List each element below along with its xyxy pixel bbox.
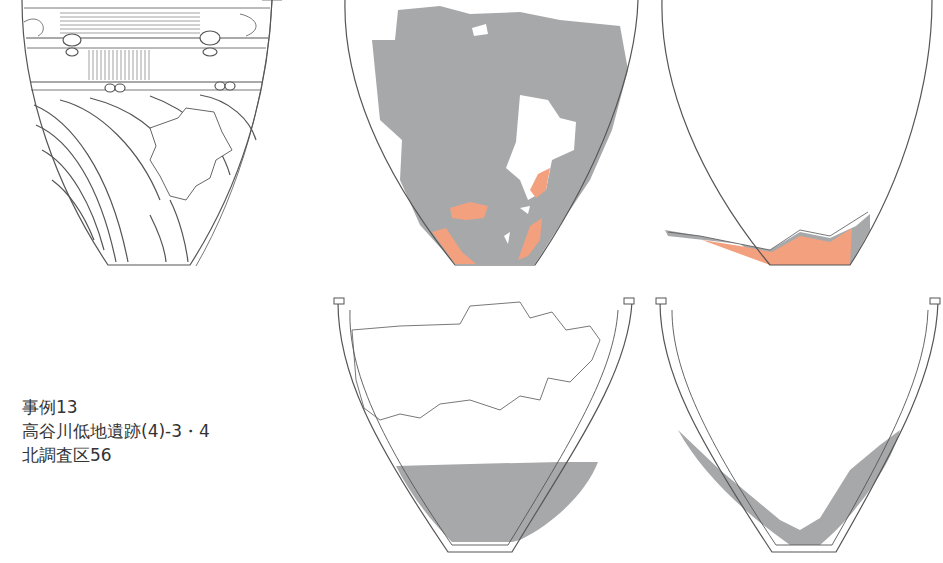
pot-interior-lower (656, 298, 940, 552)
caption-label: 事例13 (22, 396, 78, 418)
caption-label: 高谷川低地遺跡(4)-3・4 (22, 420, 210, 442)
pot-interior-map (334, 298, 634, 552)
pot-exterior-lower (662, 0, 932, 265)
pot-exterior-map (345, 0, 638, 265)
pot-drawing (22, 0, 282, 266)
caption-label: 北調査区56 (22, 444, 112, 466)
